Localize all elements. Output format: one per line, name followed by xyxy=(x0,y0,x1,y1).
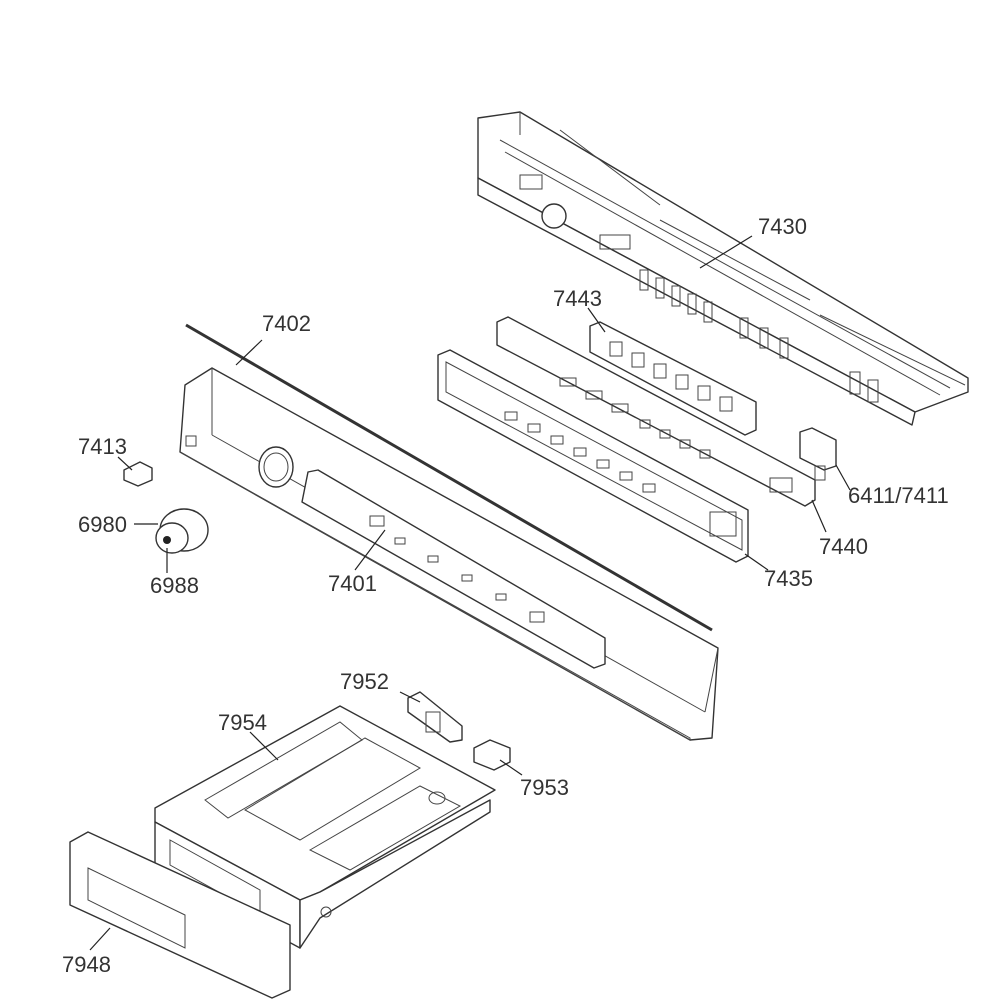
callout-7952: 7952 xyxy=(340,669,389,694)
part-6980-knob[interactable] xyxy=(155,508,209,554)
part-7430-control-board[interactable] xyxy=(477,111,969,426)
part-7948-drawer-front[interactable] xyxy=(69,831,291,999)
callout-7443: 7443 xyxy=(553,286,602,311)
callout-7402: 7402 xyxy=(262,311,311,336)
part-7443-keypad[interactable] xyxy=(589,321,757,436)
callout-7435: 7435 xyxy=(764,566,813,591)
part-7440-display-foil[interactable] xyxy=(496,316,816,507)
callout-7440: 7440 xyxy=(819,534,868,559)
part-7402-trim-strip[interactable] xyxy=(185,323,713,632)
leader-lines xyxy=(89,235,851,951)
part-7435-display-frame[interactable] xyxy=(437,349,749,563)
callout-6988: 6988 xyxy=(150,573,199,598)
callout-7948: 7948 xyxy=(62,952,111,977)
part-7413-clip[interactable] xyxy=(123,461,153,487)
callout-7953: 7953 xyxy=(520,775,569,800)
callout-7413: 7413 xyxy=(78,434,127,459)
part-7952-bracket[interactable] xyxy=(407,691,463,743)
callout-6980: 6980 xyxy=(78,512,127,537)
part-7953-cap[interactable] xyxy=(473,739,511,771)
callout-7954: 7954 xyxy=(218,710,267,735)
callout-7401: 7401 xyxy=(328,571,377,596)
part-7401-control-panel[interactable] xyxy=(179,367,719,741)
part-6411-7411-module[interactable] xyxy=(799,427,837,481)
callout-6411-7411: 6411/7411 xyxy=(848,483,949,508)
callout-7430: 7430 xyxy=(758,214,807,239)
callout-labels: 7430 7443 7402 7413 6980 6988 7401 6411/… xyxy=(62,214,949,977)
